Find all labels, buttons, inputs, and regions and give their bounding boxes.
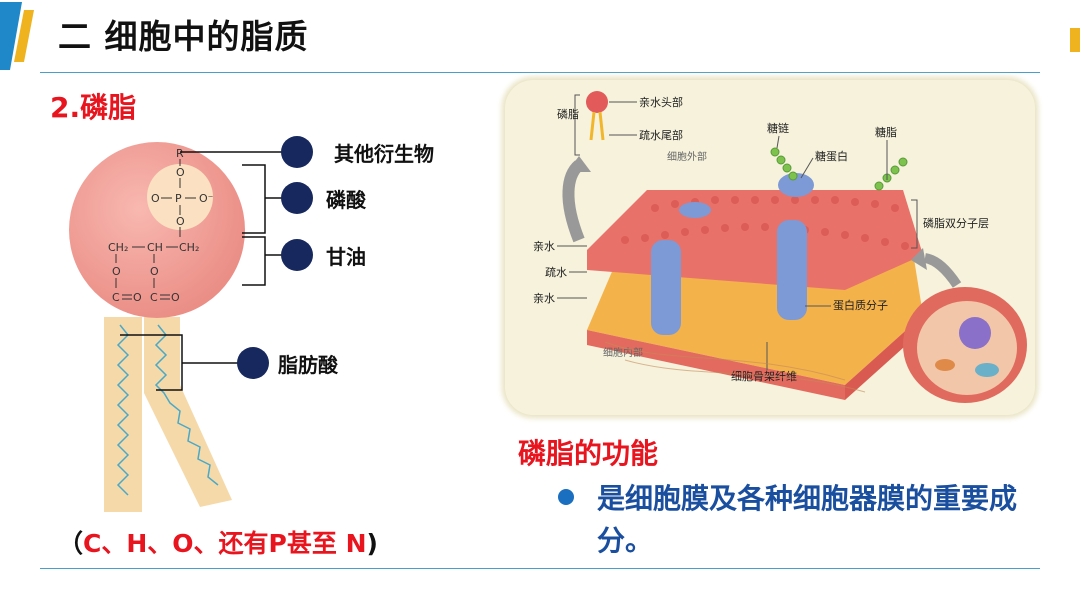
label-hydrophobic-tail: 疏水尾部 (639, 128, 683, 142)
surface-protein (679, 202, 711, 218)
phosphate-marker (281, 182, 313, 214)
svg-text:O⁻: O⁻ (199, 192, 214, 205)
label-hydrophilic-2: 亲水 (533, 291, 555, 305)
label-hydrophobic: 疏水 (545, 265, 567, 279)
label-inside: 细胞内部 (603, 346, 643, 359)
fatty-acid-tail-1 (104, 317, 142, 512)
label-glycoprotein: 糖蛋白 (815, 149, 848, 163)
svg-text:O: O (150, 265, 159, 278)
phospholipid-diagram: R O O P O⁻ O CH₂ CH CH₂ O O C O C O (69, 136, 434, 512)
fatty-acid-tail-2 (144, 317, 232, 507)
svg-text:O: O (171, 291, 180, 304)
label-protein: 蛋白质分子 (833, 298, 888, 312)
label-phospholipid: 磷脂 (557, 107, 579, 121)
svg-text:CH₂: CH₂ (179, 241, 199, 254)
svg-text:P: P (175, 192, 182, 205)
phosphate-group (147, 164, 213, 230)
header-accent-tab (0, 2, 34, 70)
derivative-marker (281, 136, 313, 168)
glycerol-phosphate-formula: R O O P O⁻ O CH₂ CH CH₂ O O C O C O (108, 147, 214, 304)
glycerol-marker (281, 239, 313, 271)
svg-text:C: C (150, 291, 158, 304)
membrane-diagram: 磷脂 亲水头部 疏水尾部 细胞外部 糖链 糖蛋白 糖脂 磷脂双分子层 亲水 疏水… (533, 91, 1027, 403)
label-phosphate: 磷酸 (326, 188, 367, 212)
svg-text:O: O (133, 291, 142, 304)
label-hydrophilic-head: 亲水头部 (639, 95, 683, 109)
function-text: 是细胞膜及各种细胞器膜的重要成分。 (597, 482, 1018, 557)
legend-head-icon (586, 91, 608, 113)
label-bilayer: 磷脂双分子层 (923, 216, 989, 230)
label-derivative: 其他衍生物 (334, 142, 434, 166)
svg-text:O: O (176, 166, 185, 179)
svg-text:CH: CH (147, 241, 163, 254)
fatty-acid-marker (237, 347, 269, 379)
section-title: 2.磷脂 (50, 91, 137, 124)
svg-text:O: O (151, 192, 160, 205)
glycoprotein-protein (778, 173, 814, 197)
header-right-tab (1070, 28, 1080, 52)
label-glycerol: 甘油 (326, 245, 366, 269)
label-outside: 细胞外部 (667, 150, 707, 163)
svg-text:R: R (176, 147, 184, 160)
top-divider (40, 72, 1040, 73)
svg-text:O: O (112, 265, 121, 278)
channel-protein-2 (777, 220, 807, 320)
svg-text:O: O (176, 215, 185, 228)
page-title: 二 细胞中的脂质 (58, 17, 309, 56)
function-title: 磷脂的功能 (518, 437, 659, 470)
svg-text:C: C (112, 291, 120, 304)
bottom-divider (40, 568, 1040, 569)
label-sugar-chain: 糖链 (767, 121, 789, 135)
svg-text:CH₂: CH₂ (108, 241, 128, 254)
label-cytoskeleton: 细胞骨架纤维 (731, 370, 797, 383)
label-hydrophilic-1: 亲水 (533, 239, 555, 253)
bullet-icon (558, 489, 574, 505)
label-glycolipid: 糖脂 (875, 125, 897, 139)
label-fatty-acid: 脂肪酸 (278, 353, 339, 377)
channel-protein-1 (651, 240, 681, 335)
element-composition: （C、H、O、还有P甚至 N) (58, 529, 378, 558)
